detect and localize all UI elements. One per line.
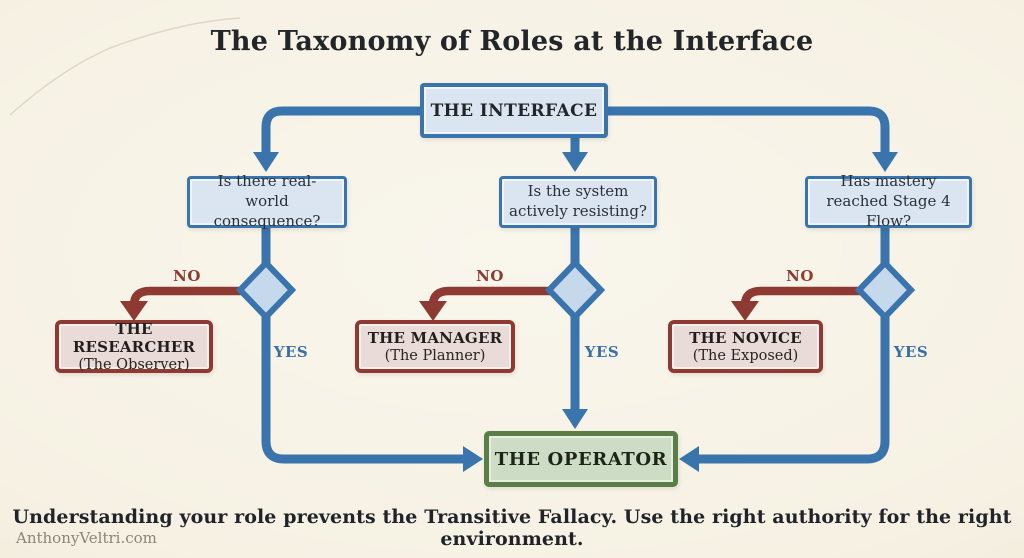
role-name: THE RESEARCHER bbox=[72, 320, 196, 356]
edge-interface-to-q3 bbox=[604, 106, 890, 153]
question-node-resisting: Is the system actively resisting? bbox=[499, 176, 657, 228]
role-name: THE NOVICE bbox=[689, 329, 802, 347]
edge-yes-left-to-operator bbox=[261, 227, 464, 464]
arrowhead-operator-top-icon bbox=[562, 409, 588, 429]
arrowhead-q1-icon bbox=[253, 152, 279, 172]
decision-diamond-left bbox=[235, 258, 297, 322]
interface-node: THE INTERFACE bbox=[420, 83, 608, 138]
decision-diamond-mid bbox=[544, 258, 606, 322]
arrowhead-novice-icon bbox=[731, 301, 759, 321]
arrowhead-q3-icon bbox=[872, 152, 898, 172]
question-node-mastery: Has mastery reached Stage 4 Flow? bbox=[805, 172, 972, 230]
edge-interface-to-q1 bbox=[261, 106, 424, 153]
operator-node: THE OPERATOR bbox=[484, 431, 678, 487]
edge-no-left bbox=[129, 286, 245, 306]
no-label-left: NO bbox=[173, 267, 201, 285]
arrowhead-researcher-icon bbox=[120, 301, 148, 321]
question-node-consequence: Is there real-world consequence? bbox=[187, 172, 347, 230]
no-label-right: NO bbox=[786, 267, 814, 285]
footer-caption: Understanding your role prevents the Tra… bbox=[12, 506, 1012, 550]
decision-diamond-right bbox=[854, 258, 916, 322]
edge-no-right bbox=[740, 286, 864, 306]
role-name: THE MANAGER bbox=[367, 329, 503, 347]
watermark: AnthonyVeltri.com bbox=[16, 529, 157, 547]
arrowhead-operator-right-icon bbox=[679, 446, 699, 472]
operator-label: THE OPERATOR bbox=[494, 448, 668, 470]
role-alias: (The Observer) bbox=[78, 357, 190, 373]
edge-no-mid bbox=[428, 286, 554, 306]
no-label-mid: NO bbox=[476, 267, 504, 285]
interface-label: THE INTERFACE bbox=[430, 100, 598, 121]
role-node-manager: THE MANAGER (The Planner) bbox=[355, 320, 515, 373]
yes-label-left: YES bbox=[273, 343, 309, 361]
role-node-novice: THE NOVICE (The Exposed) bbox=[668, 320, 823, 373]
question-label: Has mastery reached Stage 4 Flow? bbox=[826, 172, 951, 230]
question-label: Is the system actively resisting? bbox=[509, 182, 647, 220]
role-alias: (The Exposed) bbox=[692, 348, 799, 364]
yes-label-right: YES bbox=[893, 343, 929, 361]
paper-crease bbox=[9, 17, 241, 116]
diagram-title: The Taxonomy of Roles at the Interface bbox=[210, 26, 814, 57]
question-label: Is there real-world consequence? bbox=[213, 172, 321, 230]
arrowhead-operator-left-icon bbox=[463, 446, 483, 472]
edge-yes-right-to-operator bbox=[698, 227, 890, 464]
arrowhead-q2-icon bbox=[562, 152, 588, 172]
yes-label-mid: YES bbox=[584, 343, 620, 361]
role-node-researcher: THE RESEARCHER (The Observer) bbox=[55, 320, 213, 373]
arrowhead-manager-icon bbox=[419, 301, 447, 321]
role-alias: (The Planner) bbox=[384, 348, 486, 364]
